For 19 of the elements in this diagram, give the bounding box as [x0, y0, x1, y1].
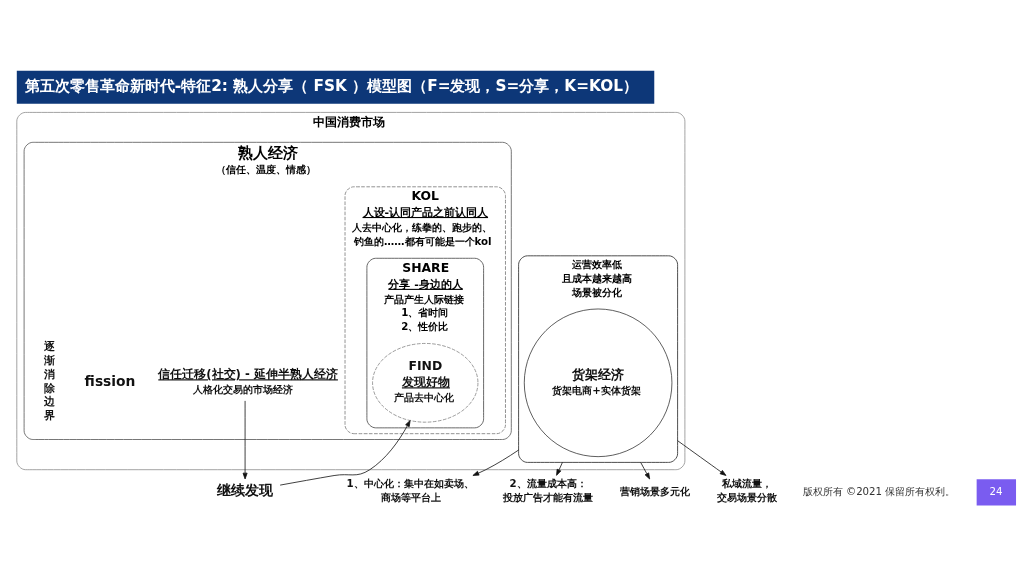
node-text: 私域流量，交易场景分散	[716, 478, 777, 504]
arrow	[556, 462, 563, 476]
arrow	[640, 462, 651, 480]
label: fission	[84, 372, 136, 389]
node-ellipse: FIND 发现好物 产品去中心化	[372, 343, 479, 423]
node-text: 信任迁移(社交) - 延伸半熟人经济 人格化交易的市场经济	[158, 367, 338, 396]
label: 逐渐消除边界	[43, 339, 55, 423]
arrow	[677, 440, 727, 476]
node-text: 继续发现	[217, 482, 274, 499]
label: 版权所有 ©2021 保留所有权利。	[802, 486, 956, 498]
node-text: 营销场景多元化	[619, 485, 690, 497]
diagram-title: 第五次零售革命新时代-特征2: 熟人分享（ FSK ）模型图（F=发现，S=分享，K=KOL）	[24, 76, 638, 95]
node-text: 1、中心化：集中在如卖场、商场等平台上	[346, 478, 474, 504]
node-text: 2、流量成本高： 投放广告才能有流量	[502, 478, 593, 504]
arrow	[242, 400, 248, 480]
arrow	[279, 420, 411, 486]
label: 24	[989, 486, 1003, 498]
arrow	[472, 449, 519, 476]
node-circle: 货架经济 货架电商+实体货架	[523, 308, 673, 457]
